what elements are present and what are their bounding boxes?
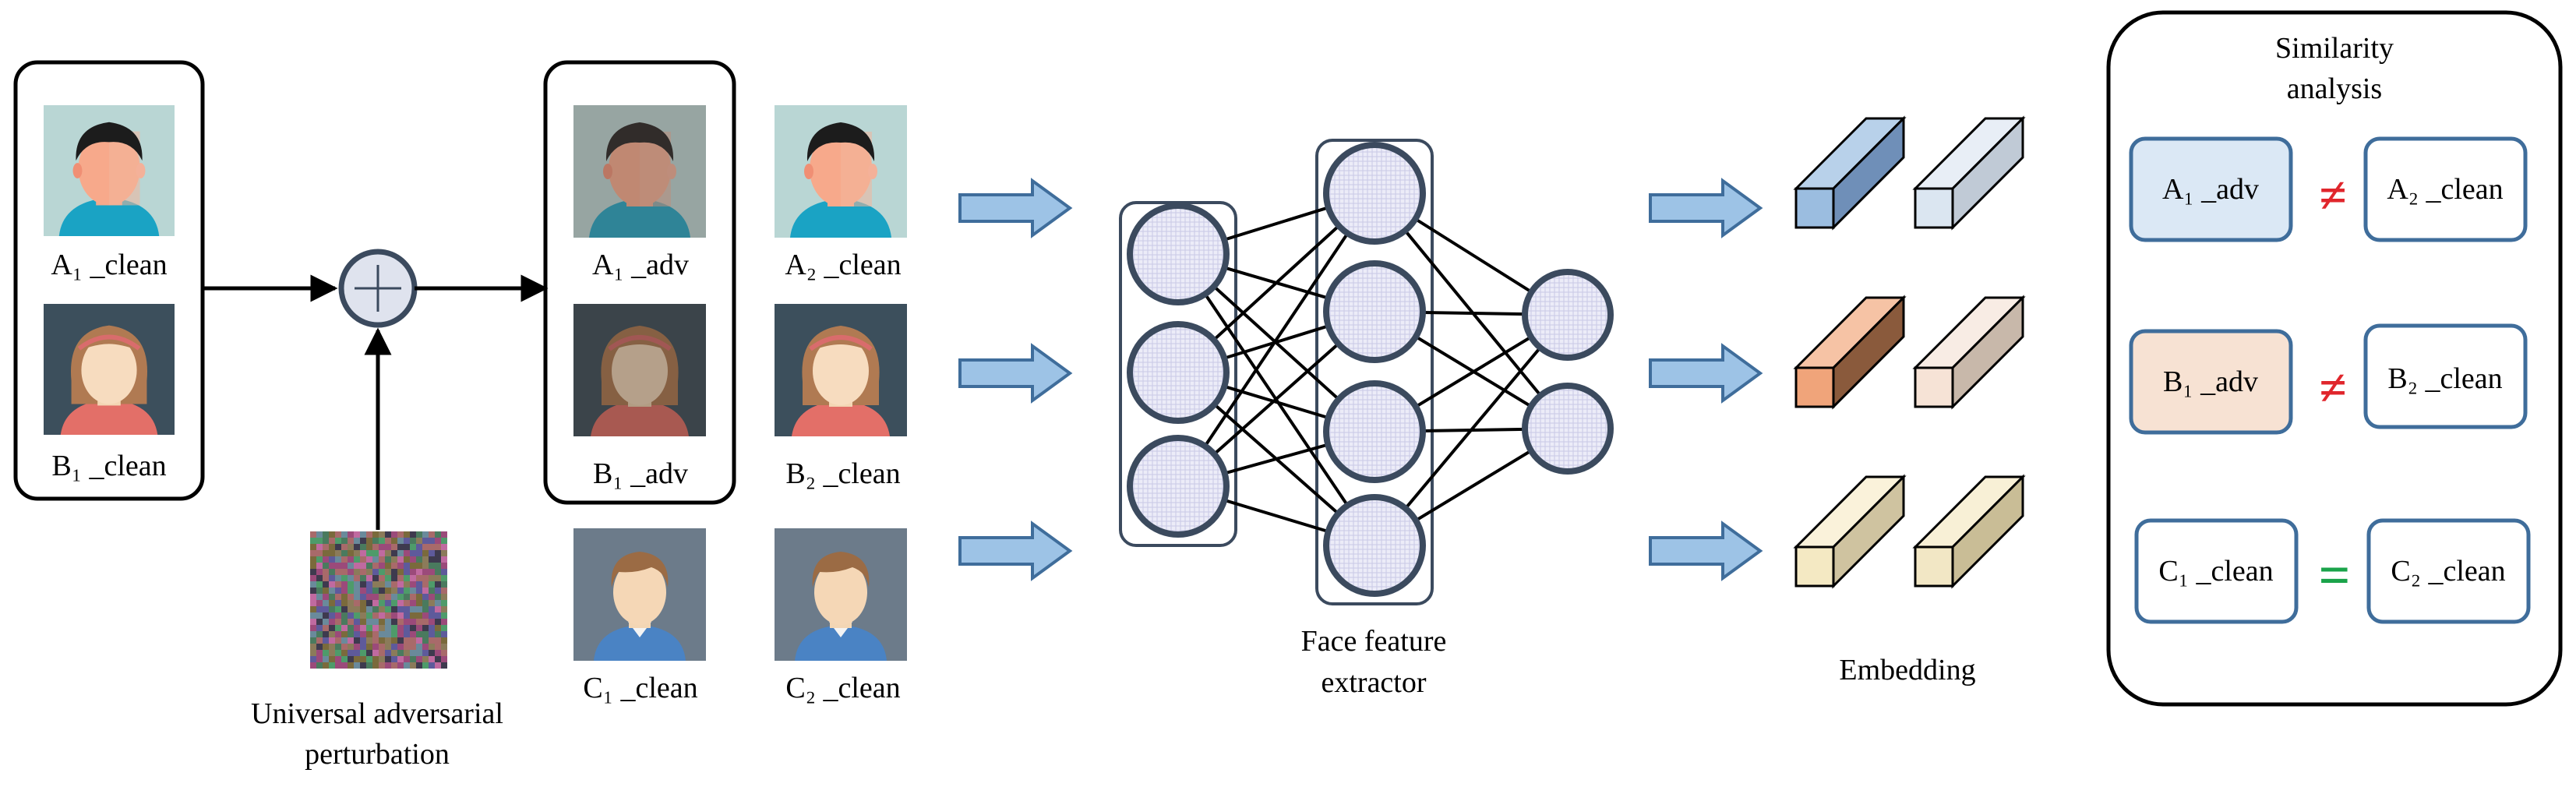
network-node [1323,494,1426,597]
plus-circle-icon [338,249,418,328]
extractor-label-line2: extractor [1321,666,1426,699]
network-node [1127,435,1230,538]
equal-icon: = [2318,544,2350,606]
label-a1-clean: A₁ _clean [51,249,167,281]
network-node [1323,380,1426,483]
label-a1-adv: A₁ _adv [592,249,689,281]
network-node [1522,269,1614,361]
embedding-cuboid-icon [1793,115,1907,231]
embedding-cuboid-icon [1912,295,2026,410]
similarity-row-c: C₁ _clean = C₂ _clean [2134,518,2531,624]
network-node [1323,142,1426,245]
block-arrow-icon [1649,343,1763,404]
network-node [1323,260,1426,363]
compare-box-right [2363,136,2528,242]
label-b1-clean: B₁ _clean [51,450,166,482]
block-arrow-icon [958,521,1073,581]
label-b2-clean: B₂ _clean [785,457,900,490]
clean-input-box [13,60,205,501]
compare-box-right [2363,323,2528,429]
embedding-cuboid-icon [1912,474,2026,589]
embedding-cuboid-icon [1793,295,1907,410]
compare-box-left [2134,518,2299,624]
face-avatar-icon [775,105,907,238]
embedding-cuboid-icon [1793,474,1907,589]
face-avatar-icon [573,304,706,436]
face-avatar-icon [573,105,706,238]
face-avatar-icon [44,105,175,236]
adversarial-box [543,60,736,505]
compare-left-label: A₁ _adv [2162,173,2259,206]
similarity-title-line1: Similarity [2275,32,2394,65]
similarity-row-b: B₁ _adv ≠ B₂ _clean [2129,323,2528,435]
compare-box-left [2129,136,2293,242]
face-feature-extractor [1119,139,1614,605]
perturbation-label-line1: Universal adversarial [251,697,503,730]
network-node [1127,203,1230,305]
embedding-label: Embedding [1839,654,1975,686]
extractor-label-line1: Face feature [1301,625,1447,658]
network-node [1522,383,1614,475]
compare-right-label: B₂ _clean [2387,362,2502,395]
label-c1-clean: C₁ _clean [583,672,697,704]
not-equal-icon: ≠ [2319,360,2346,415]
block-arrow-icon [1649,521,1763,581]
block-arrow-icon [1649,178,1763,238]
noise-pattern-icon [310,531,447,669]
not-equal-icon: ≠ [2319,168,2346,223]
similarity-title-line2: analysis [2287,72,2382,105]
compare-box-left [2129,329,2293,435]
compare-box-right [2366,518,2531,624]
label-b1-adv: B₁ _adv [593,457,688,490]
face-avatar-icon [775,528,907,661]
embedding-cuboid-icon [1912,115,2026,231]
block-arrow-icon [958,343,1073,404]
label-a2-clean: A₂ _clean [785,249,901,281]
network-node [1127,321,1230,424]
similarity-row-a: A₁ _adv ≠ A₂ _clean [2129,136,2528,242]
face-avatar-icon [775,304,907,436]
face-avatar-icon [573,528,706,661]
compare-right-label: C₂ _clean [2391,555,2505,588]
label-c2-clean: C₂ _clean [785,672,900,704]
compare-right-label: A₂ _clean [2387,173,2503,206]
compare-left-label: B₁ _adv [2163,365,2258,398]
block-arrow-icon [958,178,1073,238]
face-avatar-icon [44,304,175,435]
compare-left-label: C₁ _clean [2158,555,2273,588]
perturbation-label-line2: perturbation [305,738,450,771]
similarity-analysis-box [2106,10,2563,707]
